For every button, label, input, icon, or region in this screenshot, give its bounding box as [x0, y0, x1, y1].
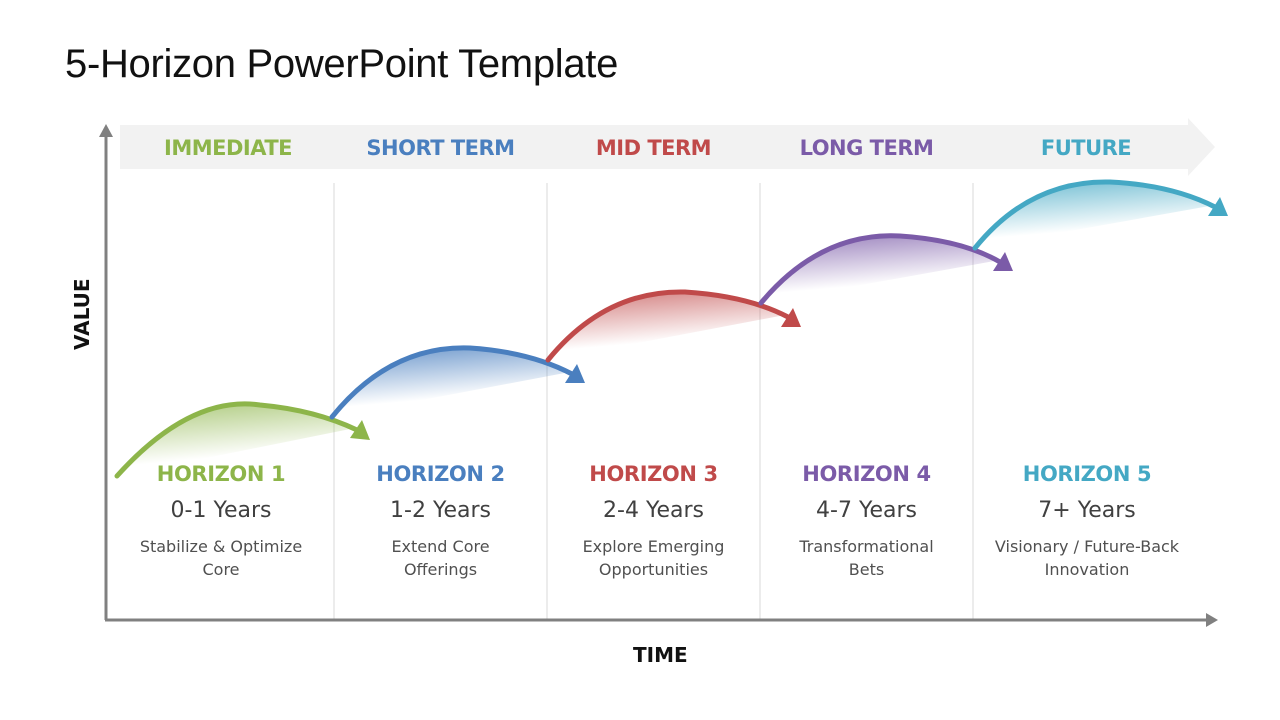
horizon-label: HORIZON 5	[1022, 462, 1152, 486]
horizon-label: HORIZON 4	[802, 462, 931, 486]
timeline-band-arrow	[120, 118, 1215, 176]
horizon-4-arc	[758, 233, 1003, 306]
horizon-3-arc	[545, 289, 791, 363]
horizon-label: HORIZON 2	[376, 462, 505, 486]
slide-title: 5-Horizon PowerPoint Template	[65, 42, 619, 86]
y-axis-label: VALUE	[70, 278, 94, 350]
horizon-years: 1-2 Years	[390, 498, 491, 523]
x-axis-label: TIME	[633, 643, 688, 667]
horizon-4-arrowhead	[993, 252, 1013, 271]
horizon-2-arrowhead	[565, 364, 585, 383]
horizon-years: 7+ Years	[1038, 498, 1136, 523]
phase-immediate: IMMEDIATE	[164, 136, 293, 160]
horizon-5-arc	[972, 179, 1218, 251]
horizon-years: 0-1 Years	[170, 498, 272, 523]
horizon-5-arrowhead	[1208, 197, 1228, 216]
horizon-years: 2-4 Years	[603, 498, 704, 523]
horizon-label: HORIZON 3	[589, 462, 718, 486]
horizon-1: HORIZON 1 0-1 Years Stabilize & Optimize…	[108, 462, 334, 581]
axes	[99, 124, 1218, 627]
horizon-2-arc	[329, 345, 575, 420]
phase-short-term: SHORT TERM	[366, 136, 515, 160]
horizon-label: HORIZON 1	[156, 462, 286, 486]
horizon-5: HORIZON 5 7+ Years Visionary / Future-Ba…	[973, 462, 1201, 581]
horizon-3-arrowhead	[781, 308, 801, 327]
phase-future: FUTURE	[1040, 136, 1132, 160]
horizon-years: 4-7 Years	[816, 498, 917, 523]
horizon-1-arrowhead	[350, 420, 370, 440]
phase-mid-term: MID TERM	[595, 136, 712, 160]
phase-long-term: LONG TERM	[799, 136, 934, 160]
horizon-1-arc	[114, 401, 360, 479]
